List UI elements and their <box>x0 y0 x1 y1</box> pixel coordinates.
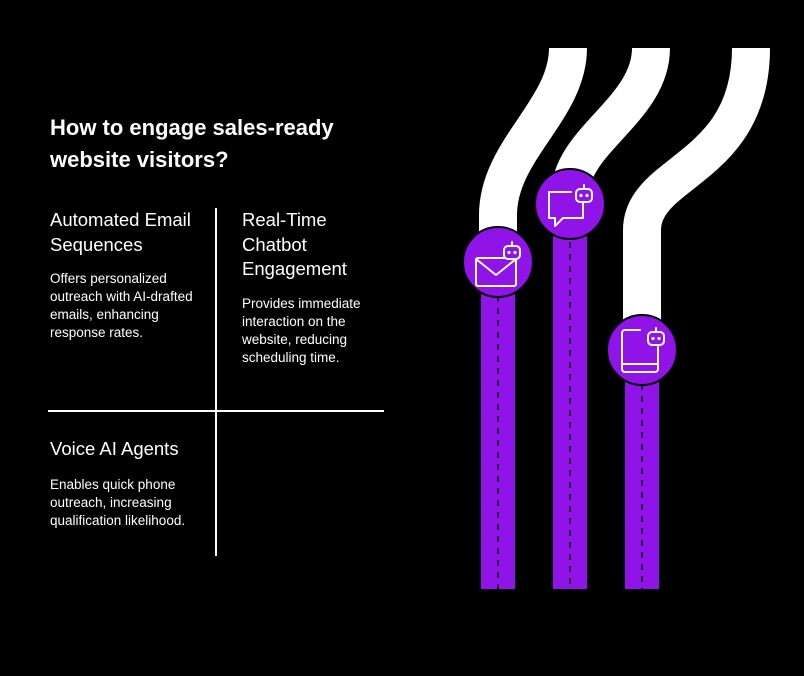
quadrant-email: Automated Email Sequences Offers persona… <box>50 208 200 342</box>
quadrant-email-description: Offers personalized outreach with AI-dra… <box>50 271 193 340</box>
quadrant-email-heading: Automated Email Sequences <box>50 209 191 255</box>
vertical-divider <box>215 208 217 556</box>
diagram-title: How to engage sales-ready website visito… <box>50 115 334 172</box>
quadrant-chatbot: Real-Time Chatbot Engagement Provides im… <box>242 208 392 367</box>
quadrant-chatbot-description: Provides immediate interaction on the we… <box>242 295 361 365</box>
quadrant-voice: Voice AI Agents Enables quick phone outr… <box>50 437 210 530</box>
email-bot-icon <box>462 226 534 298</box>
purple-column-1 <box>481 262 515 589</box>
white-path-3 <box>623 47 770 350</box>
quadrant-chatbot-heading: Real-Time Chatbot Engagement <box>242 209 347 279</box>
chat-bot-icon <box>534 168 606 240</box>
white-path-1 <box>479 46 587 262</box>
horizontal-divider <box>48 410 384 412</box>
quadrant-voice-heading: Voice AI Agents <box>50 438 179 459</box>
phone-bot-icon <box>606 314 678 386</box>
quadrant-voice-description: Enables quick phone outreach, increasing… <box>50 476 186 528</box>
